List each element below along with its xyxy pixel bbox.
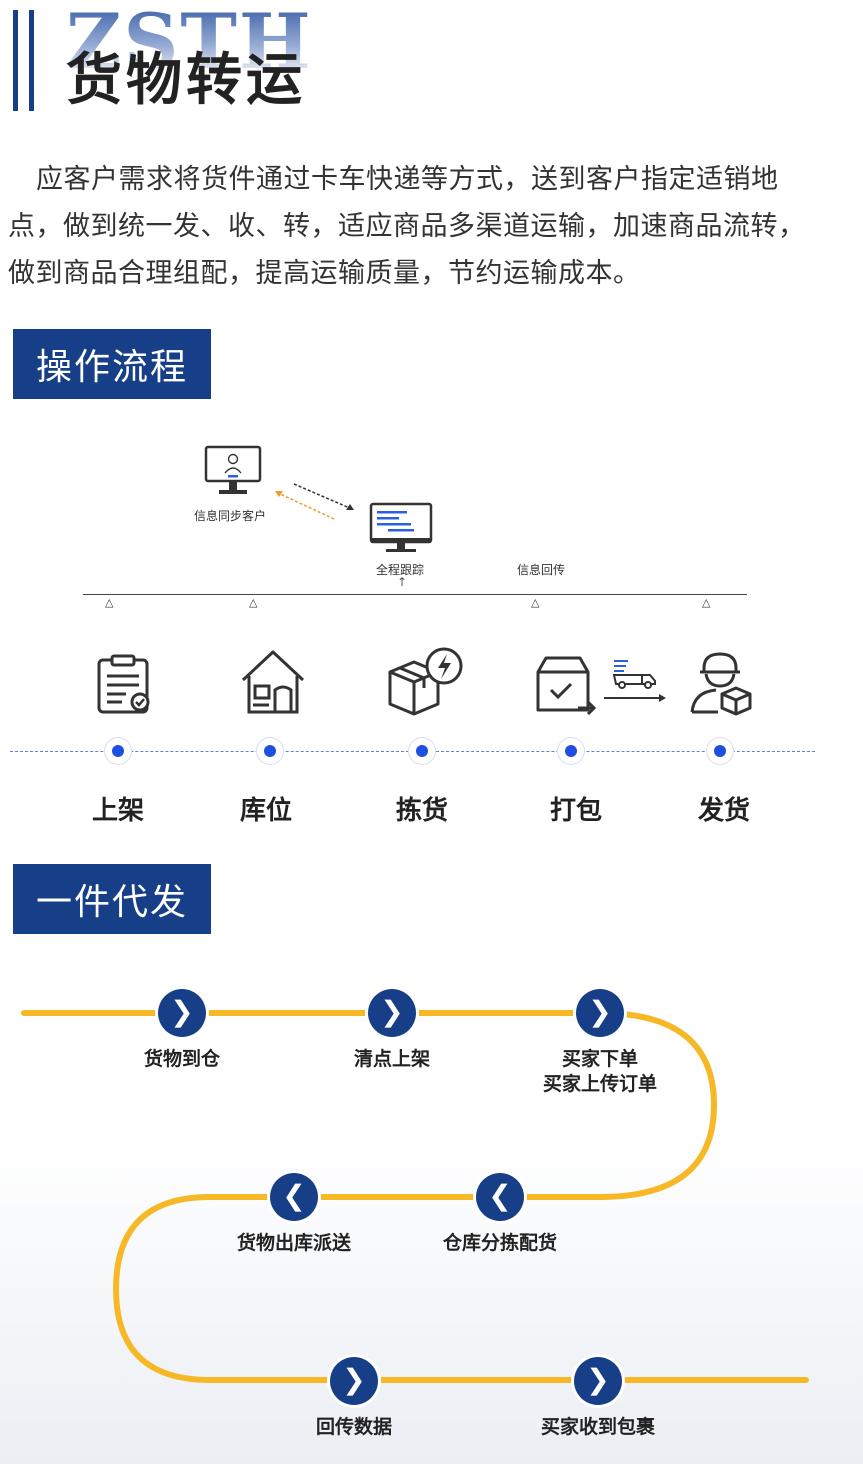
timeline-dot [256, 737, 284, 765]
section-label-process: 操作流程 [13, 329, 211, 399]
node-label-order: 买家下单 买家上传订单 [542, 1048, 657, 1095]
path-node-arrow-right-icon: ❯ [574, 1357, 622, 1405]
node-label-return-data: 回传数据 [315, 1416, 392, 1438]
path-node-arrow-left-icon: ❮ [270, 1173, 318, 1221]
triangle-marker-icon: △ [105, 596, 114, 609]
node-label-received: 买家收到包裹 [540, 1416, 655, 1438]
timeline-dot [408, 737, 436, 765]
clipboard-check-icon [97, 654, 150, 714]
brand-logo-text: ZSTH [66, 0, 313, 86]
sync-arrows-icon [275, 483, 354, 520]
monitor-user-icon [204, 445, 262, 494]
timeline-baseline [83, 594, 747, 595]
step-label-shelve: 上架 [91, 796, 144, 826]
intro-paragraph: 应客户需求将货件通过卡车快递等方式，送到客户指定适销地点，做到统一发、收、转，适… [8, 164, 806, 289]
truck-icon [604, 660, 666, 702]
diagram-label-feedback: 信息回传 [517, 563, 566, 577]
timeline-dot [104, 737, 132, 765]
step-label-picking: 拣货 [395, 796, 448, 826]
diagram-label-tracking: 全程跟踪 [376, 563, 425, 577]
path-node-arrow-right-icon: ❯ [576, 989, 624, 1037]
step-label-packing: 打包 [549, 796, 602, 826]
header-accent-bar [13, 10, 18, 111]
node-label-arrive: 货物到仓 [143, 1048, 220, 1070]
up-arrow-icon: ↑ [397, 575, 408, 589]
package-check-icon [536, 656, 597, 716]
path-node-arrow-right-icon: ❯ [158, 989, 206, 1037]
step-label-shipping: 发货 [697, 796, 750, 826]
box-lightning-icon [388, 647, 463, 716]
triangle-marker-icon: △ [531, 596, 540, 609]
timeline-dot [557, 737, 585, 765]
delivery-person-icon [690, 652, 752, 716]
diagram-label-customer: 信息同步客户 [194, 509, 267, 523]
node-label-sorting: 仓库分拣配货 [442, 1232, 557, 1254]
triangle-marker-icon: △ [249, 596, 258, 609]
path-node-arrow-right-icon: ❯ [330, 1357, 378, 1405]
step-label-location: 库位 [239, 796, 292, 826]
house-icon [241, 650, 305, 714]
timeline-dot [706, 737, 734, 765]
monitor-tracking-icon [369, 502, 433, 552]
node-label-count-shelve: 清点上架 [353, 1048, 430, 1070]
path-node-arrow-right-icon: ❯ [368, 989, 416, 1037]
page-title: 货物转运 [66, 48, 306, 113]
section-label-dropship: 一件代发 [13, 864, 211, 934]
triangle-marker-icon: △ [702, 596, 711, 609]
path-node-arrow-left-icon: ❮ [476, 1173, 524, 1221]
header-accent-bar [29, 10, 34, 111]
node-label-dispatch: 货物出库派送 [236, 1232, 351, 1254]
